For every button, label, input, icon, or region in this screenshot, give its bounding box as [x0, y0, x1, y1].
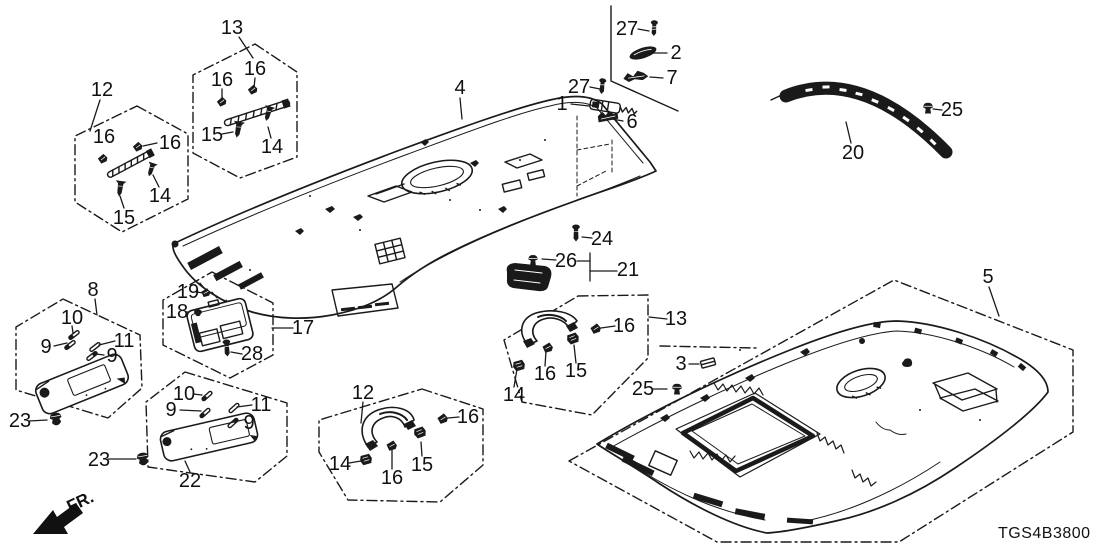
callout-13-handle: 13	[664, 308, 688, 330]
callout-21-lamp: 21	[616, 259, 640, 281]
callout-16: 16	[456, 406, 480, 428]
part-13-grab-handle	[513, 311, 601, 372]
part-4-front-headliner	[171, 97, 657, 319]
kit-boxes	[16, 44, 1073, 542]
part-6-bracket	[597, 110, 619, 123]
callout-15: 15	[200, 124, 224, 146]
section-divider	[611, 6, 678, 111]
callout-14: 14	[502, 384, 526, 406]
part-3-spacer	[700, 358, 715, 368]
callout-10: 10	[172, 383, 196, 405]
callout-5-headliner: 5	[982, 266, 994, 288]
callout-15: 15	[410, 454, 434, 476]
part-23-clip-a	[50, 412, 62, 426]
part-1-bracket	[589, 99, 637, 116]
kit-box-5-headliner	[569, 280, 1073, 542]
callout-7: 7	[666, 67, 678, 89]
part-24-screw	[572, 224, 580, 242]
callout-12-handle: 12	[351, 382, 375, 404]
callout-13-rail-kit: 13	[220, 17, 244, 39]
kit-box-13-handle	[504, 295, 648, 415]
part-12-grab-handle	[360, 407, 448, 466]
part-13-rail-assy	[216, 84, 291, 138]
callout-16: 16	[533, 363, 557, 385]
part-21-map-light	[506, 263, 552, 292]
callout-17-console: 17	[291, 317, 315, 339]
callout-27: 27	[615, 18, 639, 40]
callout-16: 16	[243, 58, 267, 80]
callout-18: 18	[165, 301, 189, 323]
callout-14: 14	[148, 185, 172, 207]
part-17-console	[185, 293, 254, 352]
callout-4-headliner: 4	[454, 77, 466, 99]
callout-11: 11	[113, 330, 135, 352]
callout-25: 25	[940, 99, 964, 121]
callout-16: 16	[380, 467, 404, 489]
part-20-rear-rail	[771, 85, 946, 152]
part-2-lens	[629, 46, 657, 60]
callout-23: 23	[87, 449, 111, 471]
fr-direction-arrow	[33, 503, 83, 534]
callout-28: 28	[240, 343, 264, 365]
part-19-clip	[201, 288, 211, 298]
part-27-screw-a	[650, 20, 658, 36]
part-28-screw	[222, 339, 231, 357]
part-26-clip	[528, 254, 538, 266]
diagram-code: TGS4B3800	[998, 525, 1091, 542]
part-27-screw-b	[599, 78, 607, 94]
callout-19: 19	[176, 281, 200, 303]
kit-box-22-visor	[146, 372, 287, 482]
callout-9: 9	[106, 345, 118, 367]
kit-box-13-rail	[193, 44, 297, 178]
part-7-bracket	[623, 70, 649, 83]
part-25-clip-a	[923, 102, 933, 114]
part-8-sun-visor	[33, 352, 130, 416]
callout-11: 11	[250, 394, 272, 416]
callout-8-visor: 8	[87, 279, 99, 301]
callout-26: 26	[554, 250, 578, 272]
callout-6: 6	[626, 111, 638, 133]
kit-box-17-console	[163, 272, 273, 378]
callout-22-visor: 22	[178, 470, 202, 492]
part-12-rail-assy	[97, 141, 158, 197]
callout-14: 14	[328, 453, 352, 475]
callout-23: 23	[8, 410, 32, 432]
part-18-grommet	[194, 309, 202, 317]
callout-14: 14	[260, 136, 284, 158]
callout-3: 3	[675, 353, 687, 375]
callout-1: 1	[556, 93, 568, 115]
callout-12-rail-kit: 12	[90, 79, 114, 101]
callout-2: 2	[670, 42, 682, 64]
visor-pins	[64, 330, 239, 428]
callout-27: 27	[567, 76, 591, 98]
callout-9: 9	[243, 412, 255, 434]
part-25-clip-b	[672, 383, 682, 395]
part-23-clip-b	[137, 452, 149, 466]
callout-15: 15	[112, 207, 136, 229]
callout-10: 10	[60, 307, 84, 329]
callout-24: 24	[590, 228, 614, 250]
callout-16: 16	[92, 126, 116, 148]
kit-box-8-visor	[16, 299, 142, 418]
kit-box-12-handle	[319, 389, 483, 502]
callout-20-rail: 20	[841, 142, 865, 164]
callout-16: 16	[612, 315, 636, 337]
callout-25: 25	[631, 378, 655, 400]
callout-9: 9	[165, 399, 177, 421]
callout-9: 9	[40, 336, 52, 358]
part-5-rear-headliner	[597, 321, 1048, 533]
callout-16: 16	[158, 132, 182, 154]
callout-16: 16	[210, 69, 234, 91]
callout-15: 15	[564, 360, 588, 382]
